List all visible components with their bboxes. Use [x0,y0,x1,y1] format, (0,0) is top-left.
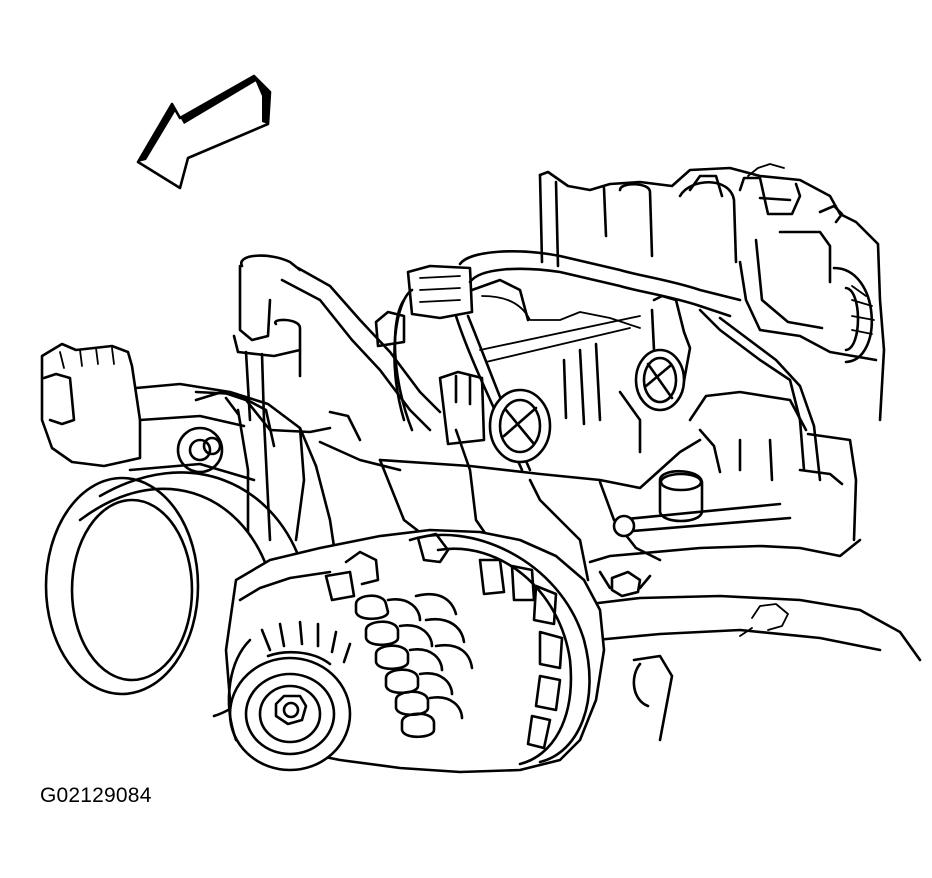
wiring-harness-connector [376,266,640,470]
pcv-elbow-hose [234,256,440,430]
arrow-up-left-icon [138,76,270,188]
vacuum-hose [460,251,820,480]
fuel-rail [380,392,856,580]
engine-block-lower [316,430,920,740]
mounting-bracket [196,392,360,440]
intake-manifold [540,164,884,420]
figure-id-label: G02129084 [40,784,152,807]
alternator [226,530,604,772]
